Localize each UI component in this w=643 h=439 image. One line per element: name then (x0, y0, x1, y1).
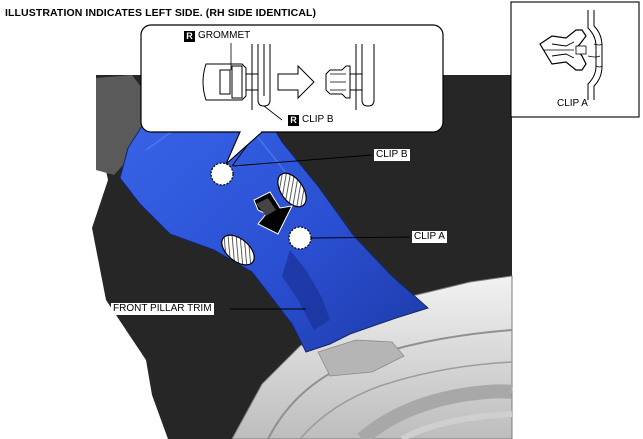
clip-a-callout-label: CLIP A (412, 231, 447, 243)
inset-clip-b-label: CLIP B (302, 114, 334, 125)
dashboard-area (231, 275, 513, 439)
grommet-clip-b-inset (140, 24, 444, 165)
grommet-callout: R GROMMET (184, 30, 250, 42)
hatched-area-upper (277, 172, 307, 208)
clip-b-callout-label: CLIP B (374, 149, 410, 161)
removal-direction-arrow-icon (253, 191, 293, 235)
replace-part-badge: R (288, 114, 299, 126)
hatched-area-lower (221, 234, 255, 266)
grommet-label: GROMMET (198, 30, 251, 41)
front-pillar-trim-label: FRONT PILLAR TRIM (111, 303, 214, 315)
replace-part-badge: R (184, 30, 195, 42)
clip-a-detail-box (510, 1, 640, 118)
illustration-side-note: ILLUSTRATION INDICATES LEFT SIDE. (RH SI… (5, 7, 317, 19)
clip-a-marker (288, 226, 312, 250)
clip-a-detail-label: CLIP A (557, 98, 588, 109)
clip-b-marker (210, 162, 234, 186)
inset-clip-b-callout: R CLIP B (288, 114, 334, 126)
